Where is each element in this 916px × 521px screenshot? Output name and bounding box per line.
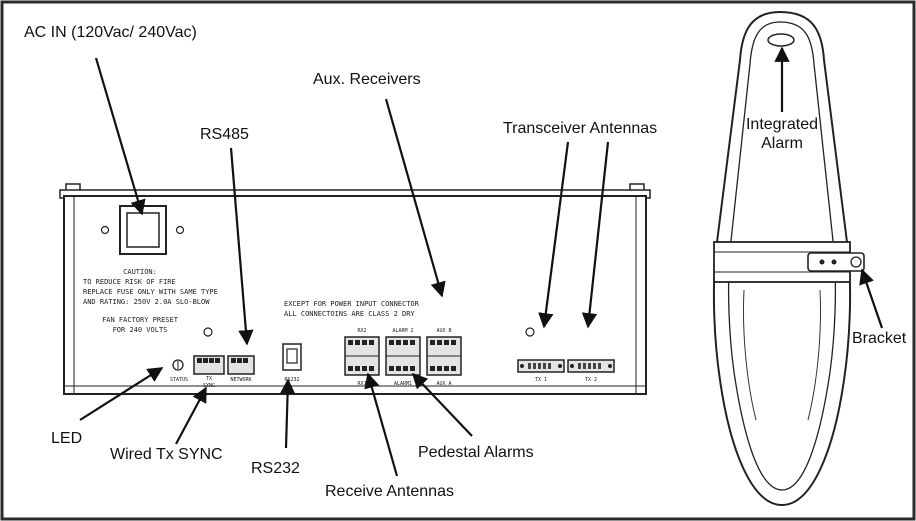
panel-fan-line: FAN FACTORY PRESET <box>102 316 178 324</box>
panel-rx1-label: RX1 <box>357 381 367 387</box>
panel-tx2-label: TX 2 <box>584 377 598 383</box>
tx-antenna-connectors <box>517 359 615 373</box>
label-receive-antennas: Receive Antennas <box>325 483 454 500</box>
panel-network-label: NETWORK <box>230 377 252 383</box>
panel-auxa-label: AUX A <box>436 381 452 387</box>
callout-arrows <box>79 46 884 477</box>
label-transceiver-antennas: Transceiver Antennas <box>503 120 658 137</box>
arrow-aux-receivers <box>384 98 446 298</box>
panel-alarm2-label: ALARM 2 <box>392 328 414 334</box>
arrow-ac-in <box>94 57 146 216</box>
panel-screw <box>525 327 535 337</box>
arrow-pedestal-alarms <box>411 372 473 437</box>
panel-caution-line: AND RATING: 250V 2.0A SLO-BLOW <box>83 298 210 306</box>
arrow-bracket <box>859 268 884 329</box>
network-terminal <box>227 355 255 375</box>
panel-tx-label: TX <box>205 376 213 382</box>
label-rs232: RS232 <box>251 460 300 477</box>
rs232-jack <box>282 343 302 371</box>
panel-status-label: STATUS <box>170 377 189 383</box>
panel-alarm1-label: ALARM1 <box>393 381 413 387</box>
tx-sync-terminal <box>193 355 225 375</box>
label-aux-receivers: Aux. Receivers <box>313 71 421 88</box>
label-rs485: RS485 <box>200 126 249 143</box>
panel-screw <box>203 327 213 337</box>
arrow-led <box>79 367 164 421</box>
panel-caution-line: TO REDUCE RISK OF FIRE <box>83 278 176 286</box>
panel-except-line: ALL CONNECTOINS ARE CLASS 2 DRY <box>284 310 415 318</box>
label-ac-in: AC IN (120Vac/ 240Vac) <box>24 24 197 41</box>
ac-inlet <box>100 205 185 255</box>
panel-rx2-label: RX2 <box>357 328 367 334</box>
label-integrated-alarm-l2: Alarm <box>761 135 803 152</box>
panel-caution-line: REPLACE FUSE ONLY WITH SAME TYPE <box>83 288 218 296</box>
arrow-rs232 <box>279 378 296 449</box>
panel-fan-line: FOR 240 VOLTS <box>112 326 168 334</box>
label-bracket: Bracket <box>852 330 907 347</box>
panel-auxb-label: AUX B <box>436 328 452 334</box>
panel-caution-title: CAUTION: <box>123 268 157 276</box>
panel-except-line: EXCEPT FOR POWER INPUT CONNECTOR <box>284 300 419 308</box>
arrow-rs485 <box>229 147 254 346</box>
arrow-wired-tx-sync <box>175 386 207 445</box>
label-wired-tx-sync: Wired Tx SYNC <box>110 446 223 463</box>
panel-tx1-label: TX 1 <box>534 377 548 383</box>
arrow-transceiver-1 <box>538 141 570 329</box>
pedestal <box>712 10 865 507</box>
rx-alarm-aux-blocks <box>344 336 462 376</box>
label-led: LED <box>51 430 83 447</box>
panel-sync-label: SYNC <box>202 383 216 389</box>
label-pedestal-alarms: Pedestal Alarms <box>418 444 534 461</box>
arrow-receive-antennas <box>364 372 399 477</box>
label-integrated-alarm-l1: Integrated <box>745 116 819 133</box>
arrow-transceiver-2 <box>581 141 610 329</box>
panel-rs232-label: RS232 <box>284 377 300 383</box>
